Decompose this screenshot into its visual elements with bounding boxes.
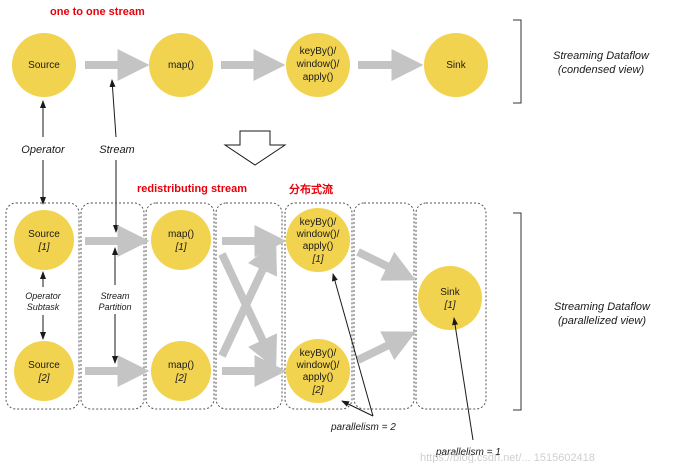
sink-1-label: Sink [440, 287, 460, 298]
keyby-2-line3: apply() [303, 372, 334, 383]
source-1-label: Source [28, 229, 60, 240]
condensed-view-subtitle: (condensed view) [558, 64, 645, 76]
one-to-one-stream-label: one to one stream [50, 6, 145, 18]
map-1-node: map() [1] [151, 210, 211, 270]
source-node: Source [12, 33, 76, 97]
operator-subtask-line1: Operator [25, 291, 62, 301]
map-2-label: map() [168, 360, 194, 371]
distributed-stream-chinese-label: 分布式流 [289, 182, 333, 196]
parallel-view-bracket [513, 212, 522, 411]
keyby-1-line1: keyBy()/ [300, 217, 337, 228]
sink-1-node: Sink [1] [418, 266, 482, 330]
parallelism-2-label: parallelism = 2 [330, 422, 396, 433]
parallelism-1-label: parallelism = 1 [435, 447, 501, 458]
stream-partition-line2: Partition [98, 302, 131, 312]
keyby-2-line1: keyBy()/ [300, 348, 337, 359]
parallelism-2-pointer [332, 273, 374, 417]
condensed-view-bracket [513, 19, 522, 104]
redistributing-stream-label: redistributing stream [137, 183, 247, 195]
map-1-index: [1] [174, 242, 186, 253]
apply-label: apply() [303, 72, 334, 83]
parallel-partition-boxes [5, 202, 487, 410]
map-node-label: map() [168, 60, 194, 71]
source-1-node: Source [1] [14, 210, 74, 270]
keyby-1-node: keyBy()/ window()/ apply() [1] [286, 208, 350, 272]
map-2-index: [2] [174, 373, 186, 384]
keyby-1-line3: apply() [303, 241, 334, 252]
stream-pointer [109, 79, 119, 233]
parallel-view-title: Streaming Dataflow [554, 301, 651, 313]
keyby-1-line2: window()/ [296, 229, 340, 240]
transform-down-arrow [223, 130, 287, 166]
keyby-window-apply-node: keyBy()/ window()/ apply() [286, 33, 350, 97]
keyby-2-node: keyBy()/ window()/ apply() [2] [286, 339, 350, 403]
parallel-view-subtitle: (parallelized view) [558, 315, 646, 327]
sink-node: Sink [424, 33, 488, 97]
map-1-label: map() [168, 229, 194, 240]
operator-subtask-line2: Subtask [27, 302, 60, 312]
keyby-label: keyBy()/ [300, 46, 337, 57]
source-1-index: [1] [37, 242, 49, 253]
source-2-index: [2] [37, 373, 49, 384]
window-label: window()/ [296, 59, 340, 70]
keyby-2-line2: window()/ [296, 360, 340, 371]
map-2-node: map() [2] [151, 341, 211, 401]
stream-partition-line1: Stream [100, 291, 130, 301]
parallelism-1-pointer [452, 317, 474, 441]
condensed-view-title: Streaming Dataflow [553, 50, 650, 62]
watermark-text: https://blog.csdn.net/... 1515602418 [420, 452, 595, 463]
source-2-node: Source [2] [14, 341, 74, 401]
sink-1-index: [1] [443, 300, 455, 311]
keyby-2-index: [2] [311, 385, 323, 396]
stream-label: Stream [99, 144, 134, 156]
source-node-label: Source [28, 60, 60, 71]
sink-node-label: Sink [446, 60, 466, 71]
source-2-label: Source [28, 360, 60, 371]
keyby-1-index: [1] [311, 254, 323, 265]
map-node: map() [149, 33, 213, 97]
parallel-stream-arrows [85, 225, 416, 387]
operator-label: Operator [21, 144, 66, 156]
